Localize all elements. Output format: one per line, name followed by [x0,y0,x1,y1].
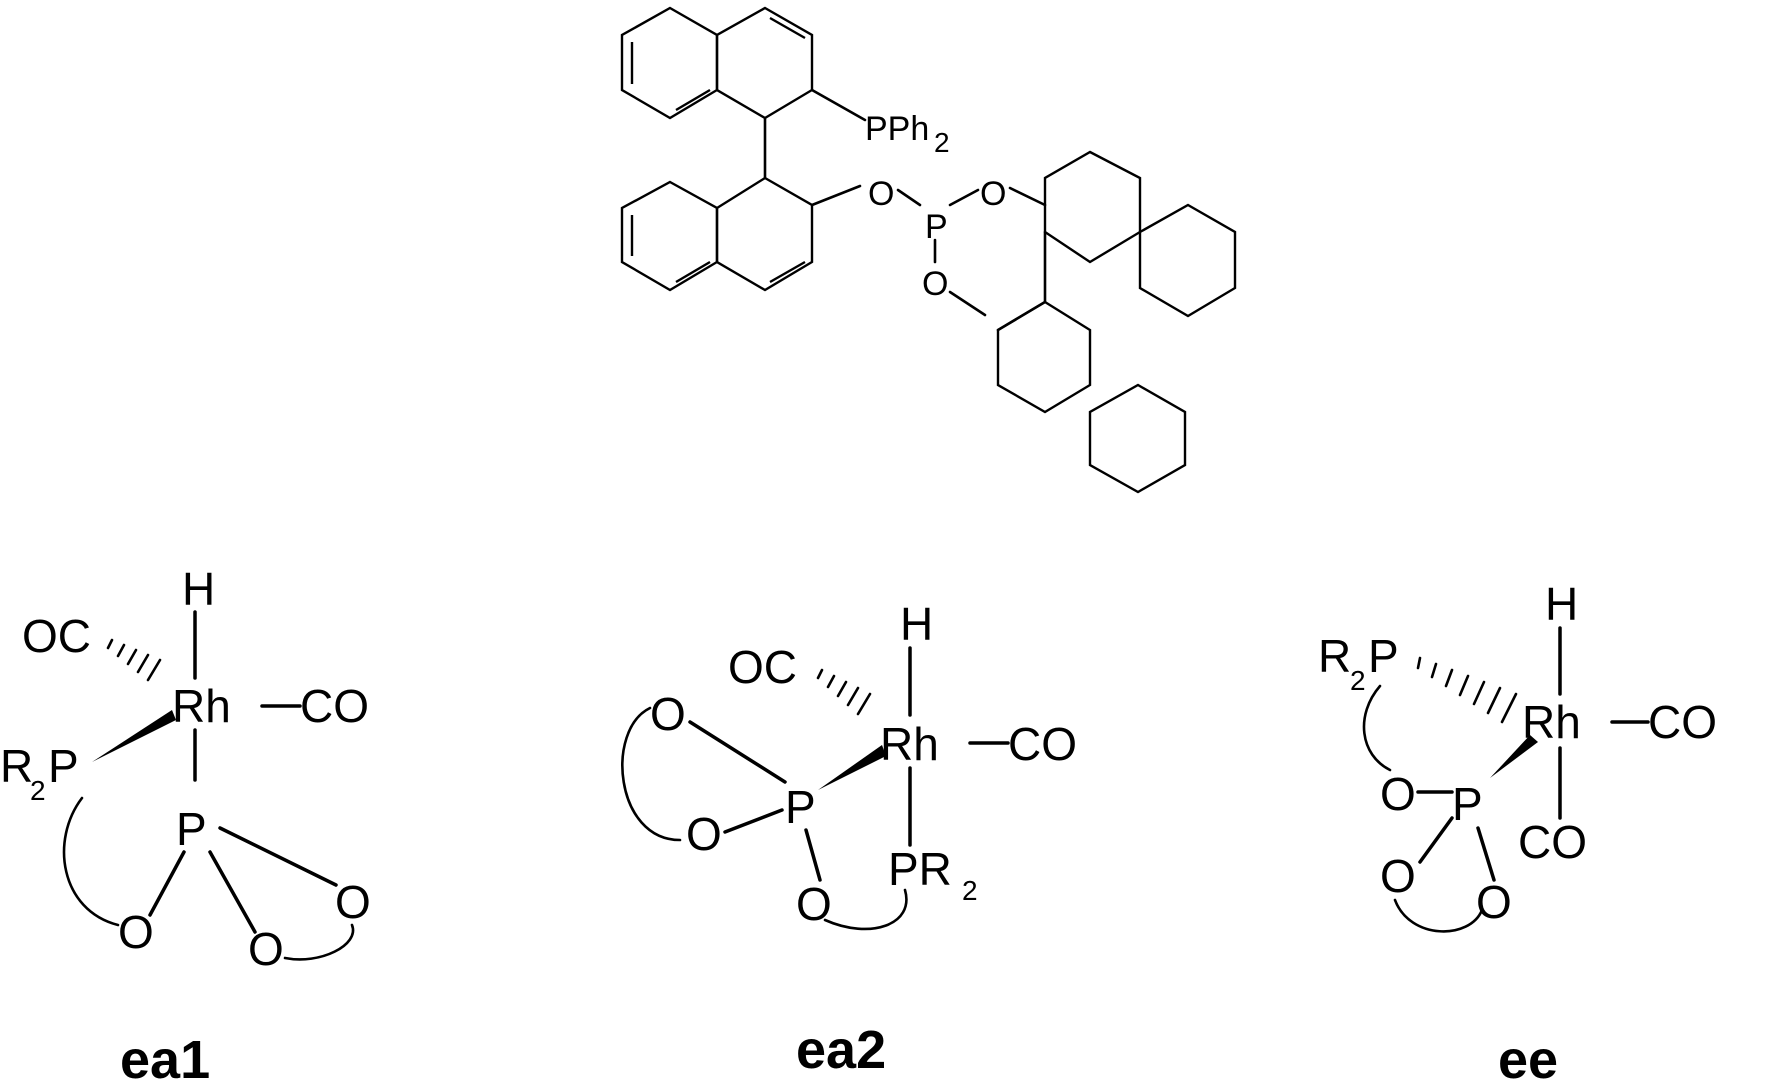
wedge-r2p [92,710,176,762]
atom-p: P [1452,778,1483,830]
atom-co: CO [300,680,369,732]
bond-p-o3 [1476,826,1496,882]
atom-r2p-r: R [1318,630,1351,682]
arc-o3-pr2 [823,888,908,931]
hash-r2p [1416,656,1518,724]
bond-o3-ring [948,290,987,317]
caption-ea1: ea1 [120,1030,210,1085]
atom-r2p-p: P [1368,630,1399,682]
atom-o2: O [980,175,1006,213]
atom-o1: O [650,688,686,740]
structure-ee: H R 2 P Rh CO CO P O O O ee [1318,578,1717,1085]
ring-upper-right [715,6,814,120]
atom-p: P [176,803,207,855]
bond-o1-p [896,188,922,207]
ring-lower-right-inner [769,260,806,284]
atom-r2p-p: P [48,740,79,792]
atom-r2p-r: R [0,740,33,792]
bond-p-o2 [948,188,980,207]
atom-o3: O [796,878,832,930]
arc-o1-o2 [621,706,682,842]
atom-pr2-sub: 2 [962,875,978,906]
atom-pph2: PPh [865,110,929,148]
hash-oc [816,668,872,716]
atom-pr2: PR [888,843,952,895]
bond-p-o1 [148,850,186,917]
atom-oc: OC [22,610,91,662]
bond-o2-p [723,808,784,834]
wedge-p [1490,735,1538,778]
ring-upper-left-inner2 [675,88,711,112]
ring-br-upper-b [1138,203,1237,318]
atom-o1: O [1380,768,1416,820]
ring-upper-right-inner [769,16,806,40]
caption-ee: ee [1498,1030,1558,1085]
atom-rh: Rh [880,718,939,770]
ring-br-upper-a [1043,150,1142,264]
caption-ea2: ea2 [796,1020,886,1080]
bond-p-o3 [218,826,338,887]
atom-o1: O [868,175,894,213]
atom-o3: O [1476,876,1512,928]
ring-lower-right [715,176,814,292]
arc-r2p-o1 [62,796,120,927]
bond-p-o2 [1418,816,1454,864]
atom-h: H [900,598,933,650]
atom-o2: O [686,808,722,860]
atom-o3: O [922,265,948,303]
atom-oc: OC [728,641,797,693]
atom-co: CO [1008,718,1077,770]
wedge-p [818,745,886,790]
atom-pph2-sub: 2 [934,127,950,158]
atom-h: H [182,563,215,615]
atom-o2: O [1380,850,1416,902]
bond-p-o2 [208,850,257,934]
atom-p-center: P [925,208,948,246]
arc-o2-o3 [1393,898,1484,933]
bond-to-o1 [810,184,862,207]
bond-o2-ring [1008,186,1047,207]
atom-h: H [1545,578,1578,630]
atom-r2p-sub: 2 [1350,665,1366,696]
hash-oc [106,638,162,682]
ligand-structure: PPh 2 O P O O [620,6,1237,494]
ring-lower-left-inner2 [675,260,711,284]
arc-o2-o3 [283,923,355,961]
ring-lower-left [620,180,719,292]
bond-br-lower-link [996,300,1047,332]
atom-co1: CO [1648,696,1717,748]
bond-p-o3 [804,828,822,882]
arc-r2p-o1 [1362,684,1392,772]
ring-br-lower-b [1088,383,1187,494]
atom-rh: Rh [172,680,231,732]
atom-r2p-sub: 2 [30,775,46,806]
structure-ea2: H OC Rh CO O P O O PR 2 ea2 [621,598,1077,1080]
structure-ea1: H OC Rh CO R 2 P P O O O ea1 [0,563,371,1085]
ring-br-lower-a [996,300,1092,414]
bond-o1-p [688,720,787,784]
atom-co2: CO [1518,816,1587,868]
ring-upper-left [620,6,719,120]
atom-o1: O [118,906,154,958]
atom-o3: O [335,876,371,928]
atom-p: P [785,781,816,833]
bond-to-pph2 [810,88,867,122]
